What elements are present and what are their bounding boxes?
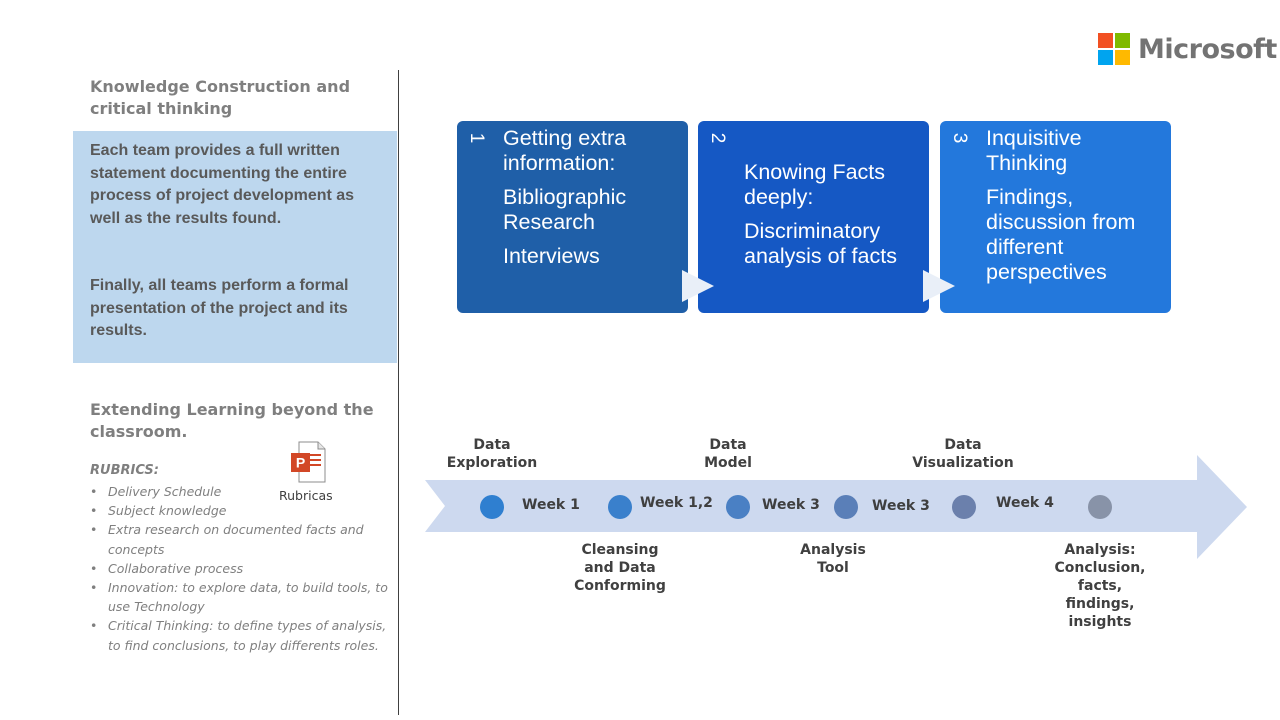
section-title-knowledge: Knowledge Construction and critical thin…: [90, 77, 351, 118]
step-text-line: Inquisitive Thinking: [986, 126, 1082, 175]
timeline-bottom-label: Cleansing and Data Conforming: [574, 542, 666, 594]
process-step-1: 1 Getting extra information: Bibliograph…: [457, 121, 688, 313]
rubric-item: Critical Thinking: to define types of an…: [90, 616, 390, 654]
column-divider: [398, 70, 399, 715]
timeline-dot: [608, 495, 632, 519]
step-number: 2: [707, 132, 728, 144]
panel-paragraph-2: Finally, all teams perform a formal pres…: [90, 277, 349, 339]
rubric-item: Extra research on documented facts and c…: [90, 520, 390, 558]
chevron-right-icon: [682, 270, 714, 302]
week-label: Week 3: [762, 497, 820, 513]
timeline-top-label: Data Visualization: [912, 437, 1014, 471]
chevron-right-icon: [923, 270, 955, 302]
microsoft-logo: Microsoft: [1098, 32, 1277, 66]
process-step-2: 2 Knowing Facts deeply: Discriminatory a…: [698, 121, 929, 313]
week-label: Week 1,2: [640, 495, 713, 511]
week-label: Week 1: [522, 497, 580, 513]
step-text-line: Findings, discussion from different pers…: [986, 185, 1136, 284]
timeline-dot: [1088, 495, 1112, 519]
timeline-bottom-label: Analysis Tool: [800, 542, 866, 576]
file-icon-label: Rubricas: [279, 488, 333, 503]
step-number: 3: [949, 132, 970, 144]
step-text-line: Interviews: [503, 244, 600, 268]
process-step-3: 3 Inquisitive Thinking Findings, discuss…: [940, 121, 1171, 313]
microsoft-logo-icon: [1098, 33, 1130, 65]
step-text-line: Getting extra information:: [503, 126, 627, 175]
microsoft-wordmark: Microsoft: [1138, 33, 1277, 65]
highlight-panel: [73, 131, 397, 363]
timeline-dot: [480, 495, 504, 519]
rubric-item: Collaborative process: [90, 559, 390, 578]
rubric-item: Subject knowledge: [90, 501, 390, 520]
rubric-item: Innovation: to explore data, to build to…: [90, 578, 390, 616]
timeline-top-label: Data Exploration: [446, 437, 538, 471]
timeline-top-label: Data Model: [704, 437, 752, 471]
rubrics-list: Delivery Schedule Subject knowledge Extr…: [90, 482, 390, 655]
timeline-dot: [952, 495, 976, 519]
svg-text:P: P: [296, 455, 305, 471]
timeline-dot: [726, 495, 750, 519]
step-number: 1: [466, 132, 487, 144]
week-label: Week 4: [996, 495, 1054, 511]
powerpoint-file-icon[interactable]: P: [290, 441, 326, 483]
panel-paragraph-1: Each team provides a full written statem…: [90, 142, 355, 227]
rubric-item: Delivery Schedule: [90, 482, 390, 501]
step-text-line: Discriminatory analysis of facts: [744, 219, 897, 268]
step-text-line: Bibliographic Research: [503, 185, 627, 234]
step-text-line: Knowing Facts deeply:: [744, 160, 886, 209]
week-label: Week 3: [872, 498, 930, 514]
timeline-dot: [834, 495, 858, 519]
section-title-extending: Extending Learning beyond the classroom.: [90, 400, 374, 441]
timeline-bottom-label: Analysis: Conclusion, facts, findings, i…: [1054, 542, 1146, 630]
rubrics-heading: RUBRICS:: [90, 463, 159, 478]
